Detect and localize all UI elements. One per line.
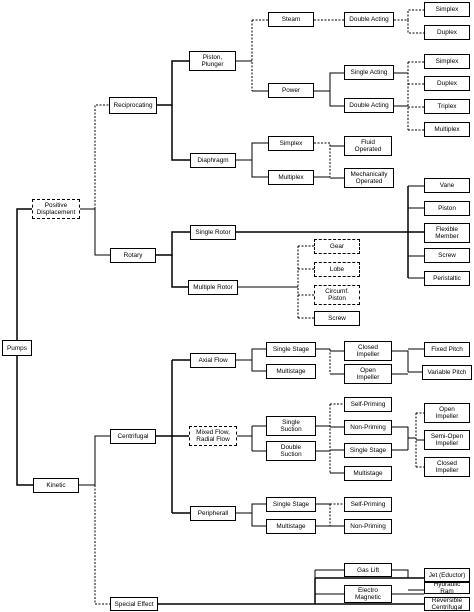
node-flexible-member: Flexible Member xyxy=(424,223,470,243)
node-peripheral: Peripherall xyxy=(190,506,236,521)
node-axial-single-stage: Single Stage xyxy=(266,342,316,357)
node-vane: Vane xyxy=(424,178,470,193)
connector-line-0 xyxy=(16,208,32,349)
node-piston: Piston xyxy=(424,201,470,216)
node-steam: Steam xyxy=(268,12,314,27)
node-gear: Gear xyxy=(314,239,360,254)
node-self-priming-periph: Self-Priming xyxy=(344,497,392,512)
connector-line-32 xyxy=(394,9,424,21)
connector-line-34 xyxy=(314,72,344,92)
node-non-priming-periph: Non-Priming xyxy=(344,519,392,534)
node-pumps: Pumps xyxy=(2,340,32,356)
node-single-suction: Single Suction xyxy=(266,416,316,436)
node-axial-multistage: Multistage xyxy=(266,364,316,379)
connector-line-7 xyxy=(94,485,110,605)
connector-line-44 xyxy=(251,160,268,178)
node-multiplex: Multiplex xyxy=(424,122,470,137)
connector-line-43 xyxy=(236,142,268,161)
connector-line-11 xyxy=(171,255,188,288)
node-diaphragm: Diaphragm xyxy=(190,153,236,168)
node-semi-open-impeller: Semi-Open Impeller xyxy=(424,430,470,450)
node-closed-impeller-mixed: Closed Impeller xyxy=(424,457,470,477)
node-multiple-rotor: Multiple Rotor xyxy=(188,280,238,295)
node-jet-eductor: Jet (Eductor) xyxy=(424,568,470,582)
node-reversible-centrifugal: Reversible Centrifugal xyxy=(424,597,470,611)
connector-line-67 xyxy=(392,350,409,372)
node-axial-flow: Axial Flow xyxy=(190,353,236,368)
connector-line-1 xyxy=(16,348,33,486)
node-screw-single: Screw xyxy=(424,248,470,263)
node-mixed-radial-flow: Mixed Flow, Radial Flow xyxy=(189,426,237,446)
connector-line-9 xyxy=(171,105,190,161)
node-fixed-pitch: Fixed Pitch xyxy=(424,342,470,357)
connector-line-8 xyxy=(157,60,189,106)
connector-line-35 xyxy=(329,91,344,107)
connector-line-6 xyxy=(94,435,110,485)
node-multistage-mixed: Multistage xyxy=(344,466,392,481)
connector-line-61 xyxy=(236,348,266,361)
connector-line-3 xyxy=(94,104,109,209)
node-self-priming-mixed: Self-Priming xyxy=(344,397,392,412)
node-non-priming-mixed: Non-Priming xyxy=(344,420,392,435)
connector-line-10 xyxy=(156,231,190,256)
connector-line-62 xyxy=(251,360,266,372)
node-mechanically-operated: Mechanically Operated xyxy=(344,168,394,188)
node-single-acting: Single Acting xyxy=(344,65,394,80)
node-diaphragm-simplex: Simplex xyxy=(268,136,314,151)
node-double-acting-power: Double Acting xyxy=(344,98,394,113)
node-kinetic: Kinetic xyxy=(33,478,79,493)
node-reciprocating: Reciprocating xyxy=(109,97,157,114)
node-steam-simplex: Simplex xyxy=(424,2,470,17)
connector-line-82 xyxy=(392,426,409,450)
connector-line-45 xyxy=(314,142,331,177)
node-screw-multi: Screw xyxy=(314,311,360,326)
node-diaphragm-multiplex: Multiplex xyxy=(268,170,314,185)
node-power: Power xyxy=(268,83,314,98)
node-triplex: Triplex xyxy=(424,99,470,114)
node-variable-pitch: Variable Pitch xyxy=(422,365,472,380)
node-open-impeller-axial: Open Impeller xyxy=(344,364,392,384)
node-lobe: Lobe xyxy=(314,262,360,277)
node-closed-impeller-axial: Closed Impeller xyxy=(344,341,392,361)
node-electro-magnetic: Electro Magnetic xyxy=(344,585,392,603)
connector-line-90 xyxy=(251,513,266,527)
node-piston-plunger: Piston, Plunger xyxy=(189,51,236,71)
node-open-impeller-mixed: Open Impeller xyxy=(424,403,470,423)
node-peristaltic: Peristaltic xyxy=(424,271,470,286)
node-special-effect: Special Effect xyxy=(110,597,158,611)
node-periph-single-stage: Single Stage xyxy=(266,497,316,512)
node-periph-multistage: Multistage xyxy=(266,519,316,534)
node-circumf-piston: Circumf. Piston xyxy=(314,285,360,305)
node-gas-lift: Gas Lift xyxy=(344,563,392,577)
node-single-stage-mixed: Single Stage xyxy=(344,443,392,458)
connector-line-89 xyxy=(236,503,266,514)
node-hydraulic-ram: Hydraulic Ram xyxy=(424,582,470,594)
node-power-simplex: Simplex xyxy=(424,54,470,69)
node-rotary: Rotary xyxy=(110,248,156,263)
node-centrifugal: Centrifugal xyxy=(110,429,156,444)
node-positive-displacement: Positive Displacement xyxy=(32,199,80,219)
node-double-acting-steam: Double Acting xyxy=(344,12,394,27)
node-steam-duplex: Duplex xyxy=(424,25,470,40)
node-fluid-operated: Fluid Operated xyxy=(344,136,392,156)
node-single-rotor: Single Rotor xyxy=(190,225,236,240)
connector-lines xyxy=(16,9,424,605)
connector-line-33 xyxy=(407,20,424,34)
connector-line-23 xyxy=(392,569,409,578)
node-double-suction: Double Suction xyxy=(266,441,316,461)
connector-line-4 xyxy=(94,209,110,256)
node-power-duplex: Duplex xyxy=(424,76,470,91)
